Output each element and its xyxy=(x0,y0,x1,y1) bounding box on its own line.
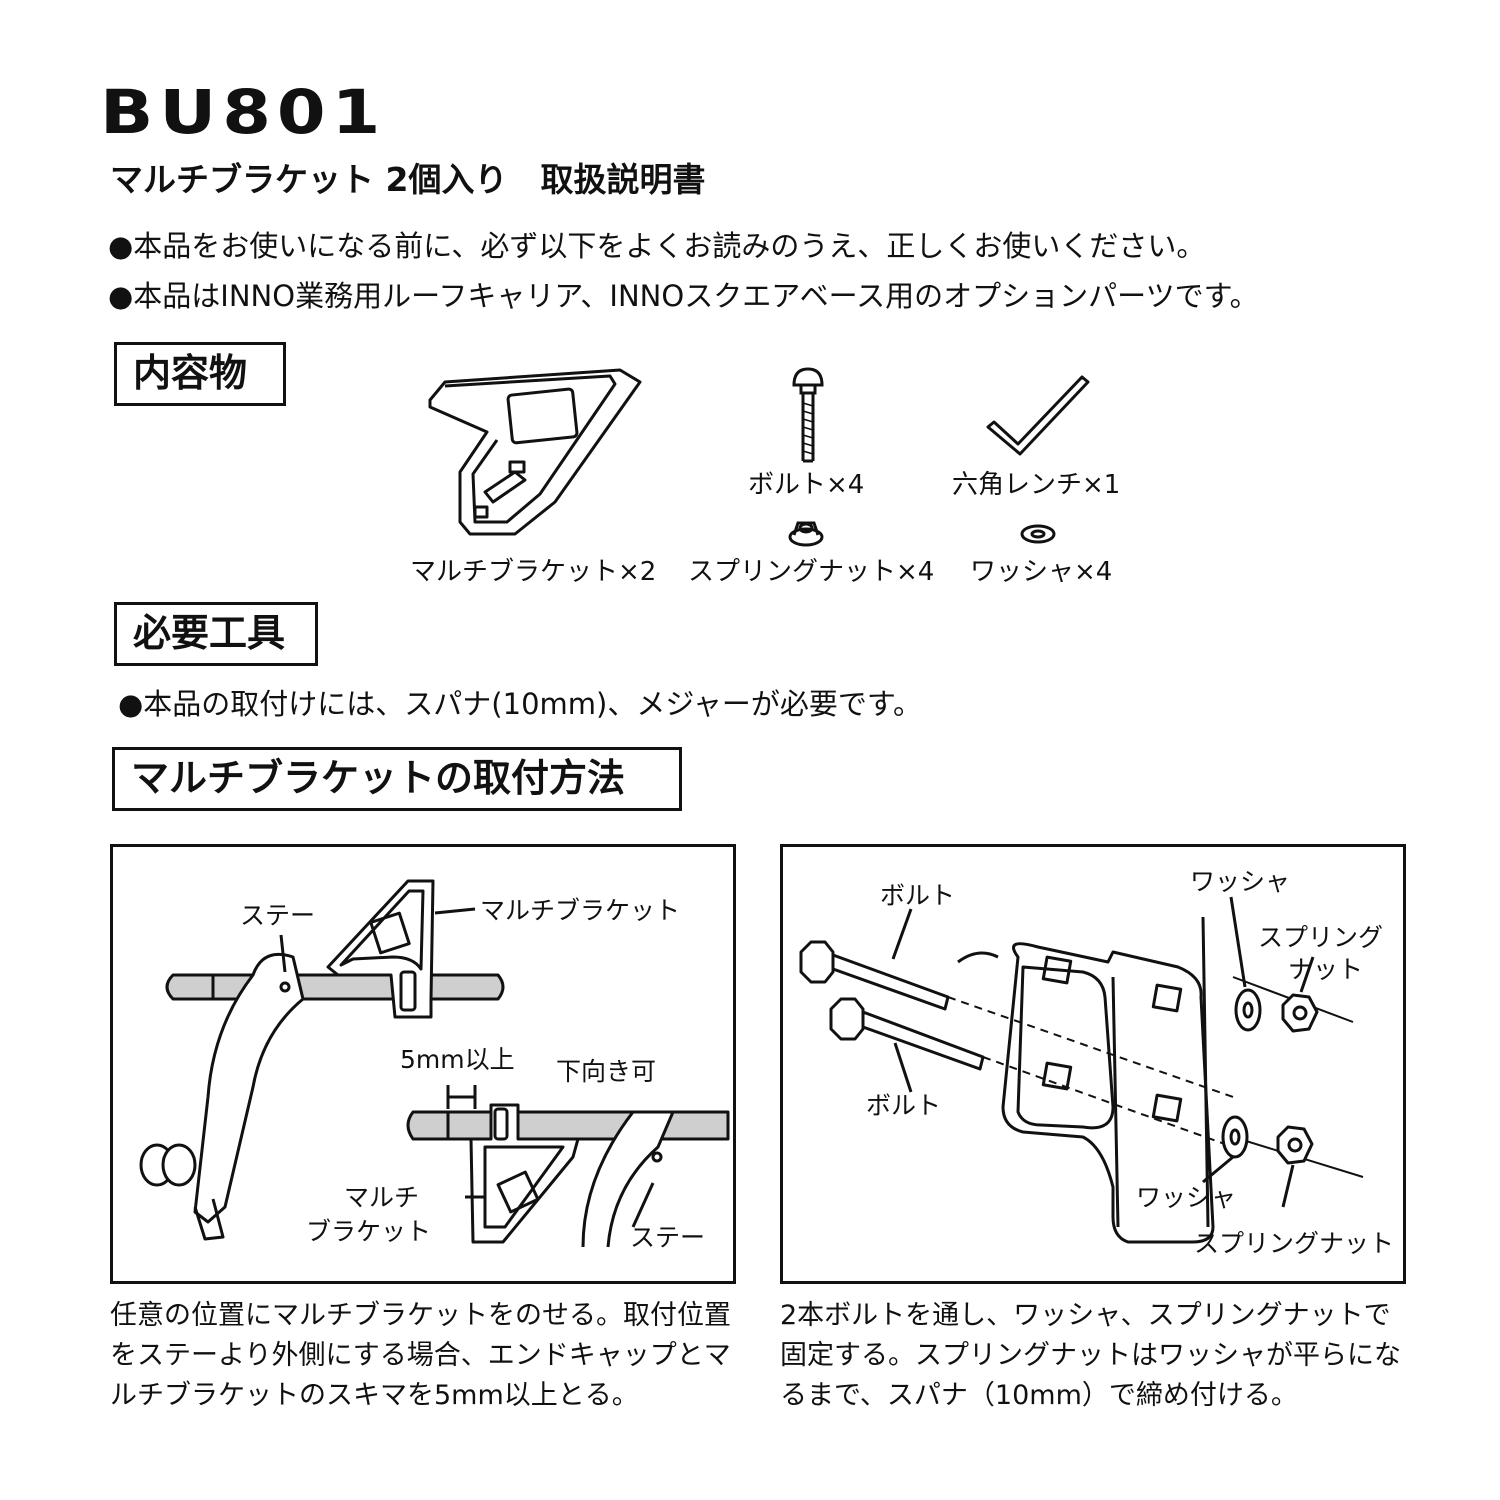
label-down-ok: 下向き可 xyxy=(556,1057,657,1086)
part-label-washer: ワッシャ×4 xyxy=(970,557,1113,587)
label-bolt-bottom: ボルト xyxy=(866,1091,942,1120)
document-subtitle: マルチブラケット 2個入り 取扱説明書 xyxy=(110,160,706,199)
part-label-bolt: ボルト×4 xyxy=(748,470,865,500)
note-read-before-use: ●本品をお使いになる前に、必ず以下をよくお読みのうえ、正しくお使いください。 xyxy=(108,229,1206,263)
washer-illustration xyxy=(1020,524,1056,544)
note-option-parts: ●本品はINNO業務用ルーフキャリア、INNOスクエアベース用のオプションパーツ… xyxy=(108,279,1259,313)
label-bolt-top: ボルト xyxy=(880,881,956,910)
spring-nut-illustration xyxy=(788,521,824,547)
bolt-illustration xyxy=(792,367,824,463)
label-stay-top: ステー xyxy=(240,901,316,930)
label-bracket-bottom-1: マルチ xyxy=(344,1183,420,1212)
label-washer-bottom: ワッシャ xyxy=(1136,1183,1237,1212)
part-label-wrench: 六角レンチ×1 xyxy=(952,470,1121,500)
hex-wrench-illustration xyxy=(986,375,1090,456)
label-washer-top: ワッシャ xyxy=(1190,867,1291,896)
model-number: BU801 xyxy=(100,77,387,148)
tools-note: ●本品の取付けには、スパナ(10mm)、メジャーが必要です。 xyxy=(118,687,922,721)
bracket-on-bar-illustration xyxy=(139,879,730,1248)
section-tools-heading: 必要工具 xyxy=(114,602,318,666)
label-nut-top-1: スプリング xyxy=(1258,923,1384,952)
part-label-bracket: マルチブラケット×2 xyxy=(410,557,657,587)
label-bracket-bottom-2: ブラケット xyxy=(306,1217,432,1246)
label-stay-bottom: ステー xyxy=(630,1223,706,1252)
multi-bracket-illustration xyxy=(428,368,642,536)
section-install-heading: マルチブラケットの取付方法 xyxy=(112,747,682,811)
label-nut-bottom: スプリングナット xyxy=(1194,1229,1395,1258)
caption-right: 2本ボルトを通し、ワッシャ、スプリングナットで固定する。スプリングナットはワッシ… xyxy=(780,1300,1401,1411)
label-bracket-top: マルチブラケット xyxy=(480,896,681,925)
install-panel-right xyxy=(780,844,1406,1284)
section-contents-heading: 内容物 xyxy=(114,342,286,406)
bolt-fastening-illustration xyxy=(799,896,1364,1244)
label-gap-5mm: 5mm以上 xyxy=(400,1045,515,1074)
caption-left: 任意の位置にマルチブラケットをのせる。取付位置をステーより外側にする場合、エンド… xyxy=(110,1300,731,1411)
label-nut-top-2: ナット xyxy=(1288,955,1364,984)
part-label-spring-nut: スプリングナット×4 xyxy=(688,557,935,587)
install-panel-left xyxy=(110,844,736,1284)
